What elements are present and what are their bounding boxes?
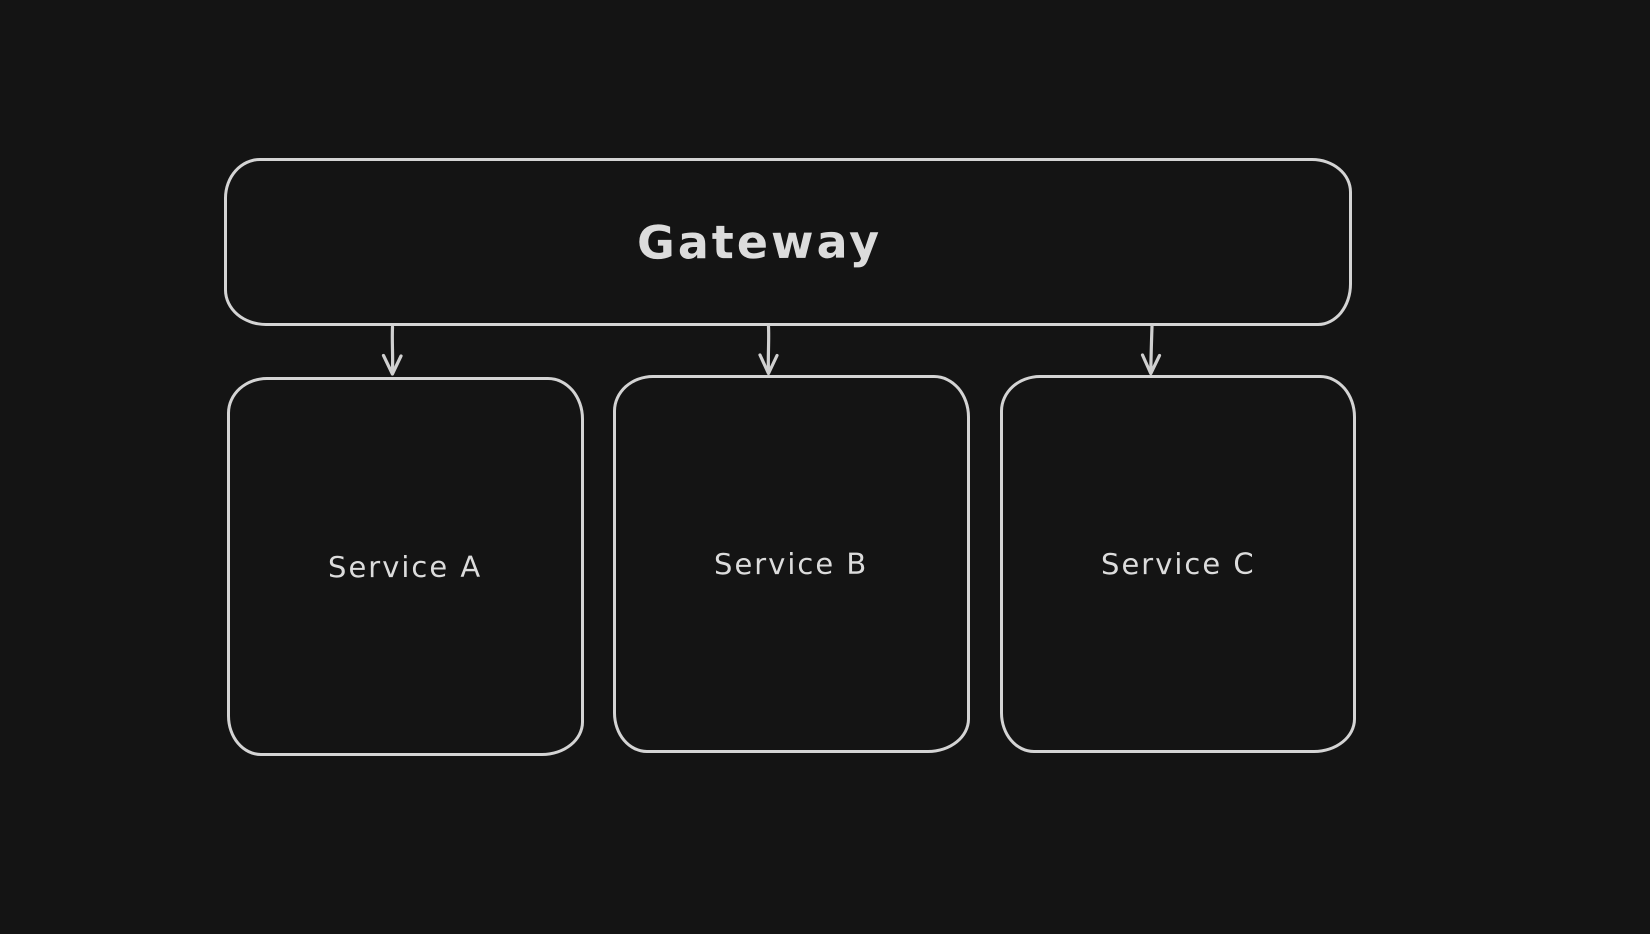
node-service-c: Service C	[1000, 375, 1356, 753]
node-service-b-label: Service B	[714, 546, 869, 582]
node-service-a-label: Service A	[328, 549, 483, 584]
node-service-c-label: Service C	[1100, 546, 1256, 582]
edge-gateway-to-service-b	[758, 324, 779, 376]
arrow-shaft	[1149, 324, 1154, 374]
node-service-a: Service A	[227, 377, 584, 756]
arrow-head-icon	[1140, 353, 1162, 376]
node-gateway: Gateway	[224, 158, 1352, 326]
arrow-head-icon	[758, 353, 779, 376]
arrow-head-icon	[381, 353, 403, 376]
node-service-b: Service B	[613, 375, 970, 753]
edge-gateway-to-service-c	[1140, 324, 1162, 376]
edge-gateway-to-service-a	[381, 325, 403, 376]
node-gateway-label: Gateway	[637, 214, 883, 270]
